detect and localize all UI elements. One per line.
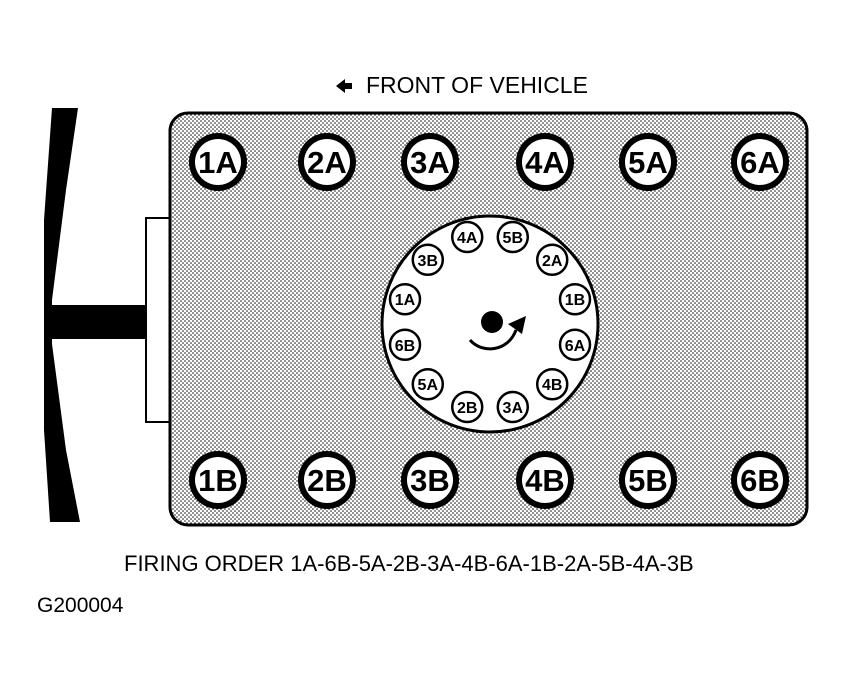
terminal-label: 5B [503,230,523,247]
distributor-terminals: 5B 2A 1B 6A 4B 3A 2B 5A 6B 1A 3B 4A [388,220,592,424]
cylinder-3a: 3A [401,133,459,191]
firing-order-label: FIRING ORDER 1A-6B-5A-2B-3A-4B-6A-1B-2A-… [124,551,694,576]
terminal-label: 1A [395,292,416,309]
terminal-label: 1B [565,292,585,309]
terminal-label: 5A [418,377,439,394]
terminal-5a: 5A [411,367,445,401]
terminal-4b: 4B [535,367,569,401]
cylinder-4b: 4B [516,451,574,509]
terminal-6b: 6B [388,328,422,362]
cylinder-label: 6A [740,145,780,180]
rotation-arrow [468,329,518,351]
rotation-arrowhead [508,316,526,334]
cylinder-label: 5A [628,145,668,180]
figure-id: G200004 [37,594,124,617]
distributor-shaft [481,311,503,333]
cylinder-label: 4B [525,463,565,498]
terminal-2a: 2A [535,243,569,277]
terminal-label: 6B [395,338,415,355]
cylinder-5a: 5A [619,133,677,191]
cylinder-label: 3A [410,145,450,180]
terminal-label: 4B [542,377,562,394]
terminal-label: 2A [542,253,563,270]
front-of-vehicle-label: FRONT OF VEHICLE [366,72,588,98]
cylinder-label: 1A [198,145,238,180]
terminal-label: 3A [503,400,524,417]
front-arrow-icon [336,79,352,93]
cylinder-4a: 4A [516,133,574,191]
terminal-label: 3B [418,253,438,270]
bank-b-cylinders: 1B 2B 3B 4B 5B 6B [189,451,789,509]
cylinder-label: 5B [628,463,668,498]
terminal-4a: 4A [450,220,484,254]
cylinder-label: 1B [198,463,238,498]
cylinder-2a: 2A [298,133,356,191]
terminal-2b: 2B [450,390,484,424]
terminal-6a: 6A [558,328,592,362]
cylinder-label: 6B [740,463,780,498]
cylinder-6b: 6B [731,451,789,509]
terminal-3b: 3B [411,243,445,277]
cylinder-3b: 3B [401,451,459,509]
cylinder-label: 2A [307,145,347,180]
bank-a-cylinders: 1A 2A 3A 4A 5A 6A [189,133,789,191]
terminal-5b: 5B [496,220,530,254]
terminal-3a: 3A [496,390,530,424]
cylinder-label: 2B [307,463,347,498]
cylinder-label: 3B [410,463,450,498]
cylinder-1b: 1B [189,451,247,509]
terminal-1a: 1A [388,282,422,316]
cylinder-5b: 5B [619,451,677,509]
terminal-1b: 1B [558,282,592,316]
terminal-label: 6A [565,338,586,355]
cylinder-2b: 2B [298,451,356,509]
cylinder-1a: 1A [189,133,247,191]
cylinder-label: 4A [525,145,565,180]
fan-pulley [44,108,173,522]
cylinder-6a: 6A [731,133,789,191]
terminal-label: 4A [457,230,478,247]
terminal-label: 2B [457,400,477,417]
